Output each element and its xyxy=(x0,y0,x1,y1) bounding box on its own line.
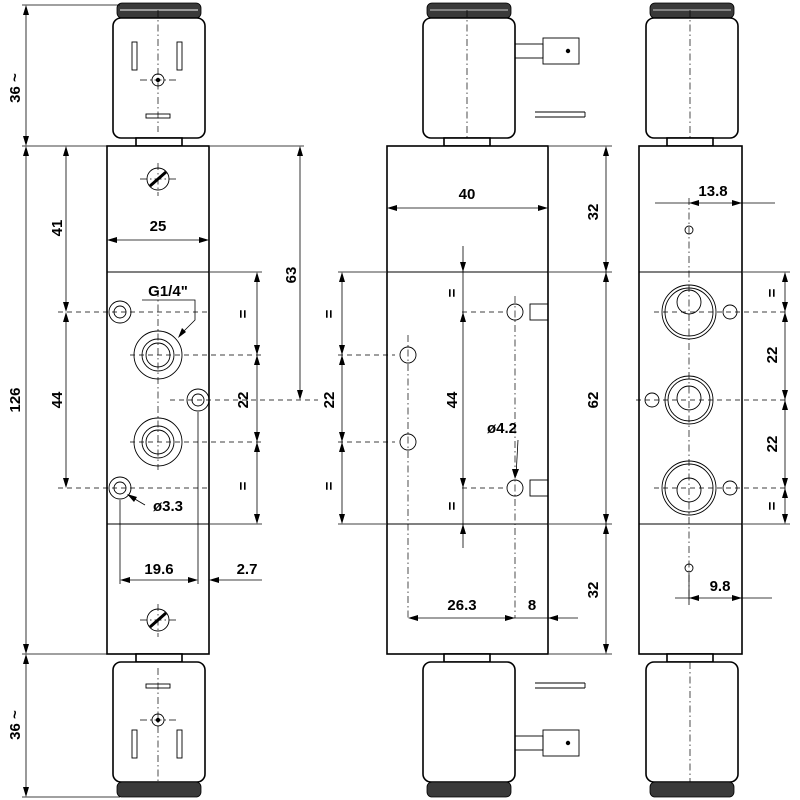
dim-body-width: 40 xyxy=(459,186,476,203)
side-view: 40 = 22 = = 44 = ø4.2 xyxy=(321,2,612,798)
dim-offset-2-7: 2.7 xyxy=(237,561,258,578)
equal-mark: = xyxy=(444,288,461,297)
equal-mark: = xyxy=(235,309,252,318)
equal-mark: = xyxy=(764,288,781,297)
rear-view: 13.8 = 22 22 = 9.8 xyxy=(636,2,790,798)
dim-pitch-side: 22 xyxy=(321,392,338,409)
knurled-nut-icon xyxy=(116,781,202,798)
dim-coil-height-bottom: 36 ~ xyxy=(7,710,24,740)
dim-offset-8: 8 xyxy=(528,597,536,614)
dim-end-cap-top: 32 xyxy=(585,204,602,221)
equal-mark: = xyxy=(764,501,781,510)
mounting-hole-icon xyxy=(399,346,417,364)
dim-end-cap-bottom: 32 xyxy=(585,582,602,599)
dim-mid: 62 xyxy=(585,392,602,409)
label-hole-dia-4-2: ø4.2 xyxy=(487,420,517,437)
dim-pitch-rear-a: 22 xyxy=(764,347,781,364)
mounting-hole-icon xyxy=(399,433,417,451)
dim-offset-26-3: 26.3 xyxy=(447,597,476,614)
screw-icon xyxy=(140,604,176,637)
knurled-nut-icon xyxy=(649,2,735,19)
knurled-nut-icon xyxy=(116,2,202,19)
screw-icon xyxy=(140,163,176,196)
dim-offset-19-6: 19.6 xyxy=(144,561,173,578)
dim-width: 25 xyxy=(150,218,167,235)
label-port-thread: G1/4" xyxy=(148,283,188,300)
label-hole-dia: ø3.3 xyxy=(153,498,183,515)
dim-end-cap: 41 xyxy=(49,220,66,237)
connector-pin-icon xyxy=(514,37,586,118)
dim-coil-height-top: 36 ~ xyxy=(7,73,24,103)
knurled-nut-icon xyxy=(426,781,512,798)
solenoid-coil-icon xyxy=(422,661,516,783)
dim-offset-9-8: 9.8 xyxy=(710,578,731,595)
valve-body-side xyxy=(386,145,549,655)
connector-pin-icon xyxy=(514,682,586,757)
solenoid-coil-icon xyxy=(112,17,206,139)
dim-port-spacing: 44 xyxy=(49,391,66,408)
dim-pitch-front: 22 xyxy=(235,392,252,409)
dim-spacing-side: 44 xyxy=(444,391,461,408)
dim-offset-13-8: 13.8 xyxy=(698,183,727,200)
dim-total-length: 126 xyxy=(7,387,24,412)
knurled-nut-icon xyxy=(649,781,735,798)
solenoid-coil-icon xyxy=(112,661,206,783)
knurled-nut-icon xyxy=(426,2,512,19)
equal-mark: = xyxy=(235,481,252,490)
solenoid-coil-icon xyxy=(645,17,739,139)
dim-pitch-rear-b: 22 xyxy=(764,436,781,453)
equal-mark: = xyxy=(321,309,338,318)
mounting-hole-icon xyxy=(506,303,524,321)
solenoid-coil-icon xyxy=(645,661,739,783)
solenoid-coil-icon xyxy=(422,17,516,139)
equal-mark: = xyxy=(321,481,338,490)
front-view: 36 ~ 126 36 ~ 41 44 25 G1/4" xyxy=(7,2,318,798)
equal-mark: = xyxy=(444,501,461,510)
dim-half-height: 63 xyxy=(283,267,300,284)
